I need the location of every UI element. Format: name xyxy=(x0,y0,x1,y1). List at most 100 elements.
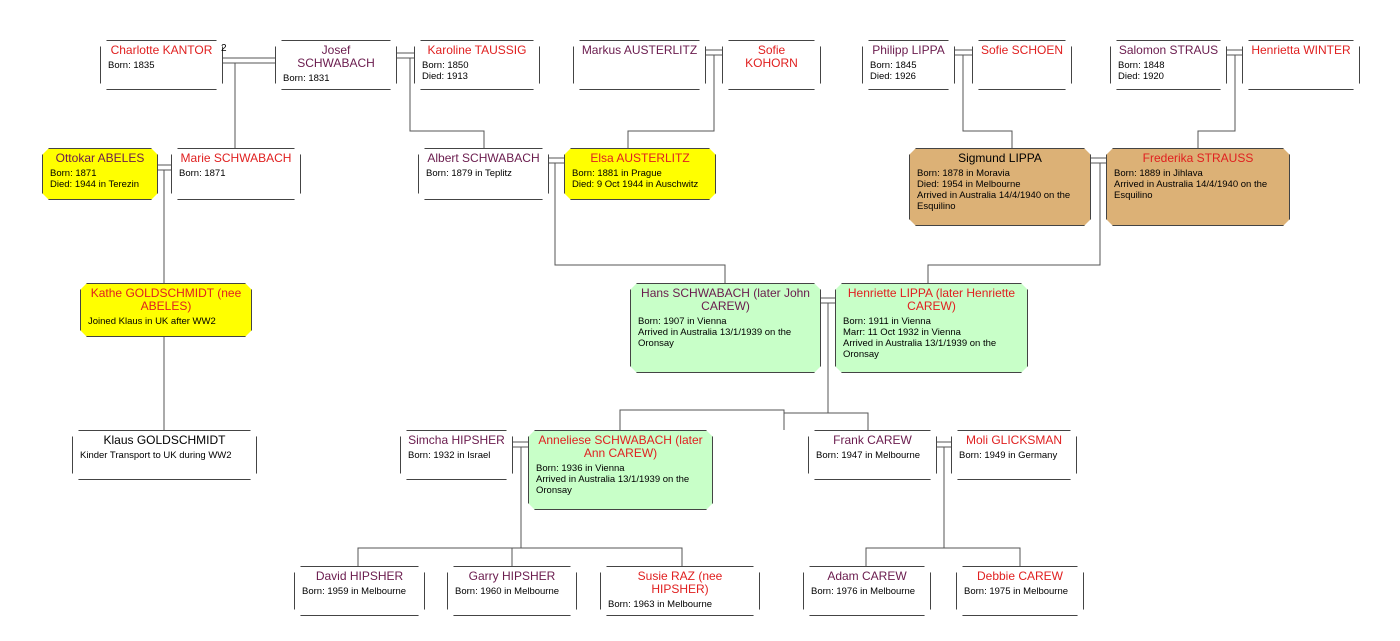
person-details: Born: 1911 in Vienna Marr: 11 Oct 1932 i… xyxy=(843,316,997,360)
person-frank-carew[interactable]: Frank CAREW Born: 1947 in Melbourne xyxy=(808,430,937,480)
descent-line-henriette xyxy=(927,163,1101,283)
person-details: Born: 1871 xyxy=(179,168,226,179)
person-name: Ottokar ABELES xyxy=(55,151,145,165)
person-name: Philipp LIPPA xyxy=(872,43,945,57)
marriage-line-albert-elsa xyxy=(549,157,564,164)
person-name: Kathe GOLDSCHMIDT (nee ABELES) xyxy=(90,286,242,313)
person-details: Born: 1960 in Melbourne xyxy=(455,586,560,597)
marriage-line-schwabach-taussig xyxy=(397,52,414,59)
person-name: Marie SCHWABACH xyxy=(180,151,292,165)
person-sigmund-lippa[interactable]: Sigmund LIPPA Born: 1878 in Moravia Died… xyxy=(909,148,1091,226)
descent-line-hans xyxy=(554,163,726,283)
person-hans-schwabach[interactable]: Hans SCHWABACH (later John CAREW) Born: … xyxy=(630,283,821,373)
person-name: Debbie CAREW xyxy=(976,569,1064,583)
marriage-line-austerlitz-kohorn xyxy=(706,49,722,56)
person-details: Born: 1936 in Vienna Arrived in Australi… xyxy=(536,463,690,496)
person-name: David HIPSHER xyxy=(315,569,404,583)
person-name: Frank CAREW xyxy=(833,433,912,447)
person-details: Born: 1963 in Melbourne xyxy=(608,599,713,610)
descent-line-carew-grandchildren xyxy=(865,447,1021,566)
person-name: Sigmund LIPPA xyxy=(958,151,1042,165)
person-sofie-schoen[interactable]: Sofie SCHOEN xyxy=(972,40,1072,90)
descent-line-frank xyxy=(828,412,869,430)
person-henrietta-winter[interactable]: Henrietta WINTER xyxy=(1242,40,1360,90)
descent-line-frederika xyxy=(1197,55,1236,150)
person-karoline-taussig[interactable]: Karoline TAUSSIG Born: 1850 Died: 1913 xyxy=(414,40,540,90)
person-name: Charlotte KANTOR xyxy=(110,43,213,57)
person-moli-glicksman[interactable]: Moli GLICKSMAN Born: 1949 in Germany xyxy=(951,430,1077,480)
marriage-line-frank-moli xyxy=(937,441,951,448)
person-details: Born: 1889 in Jihlava Arrived in Austral… xyxy=(1114,168,1268,201)
person-name: Frederika STRAUSS xyxy=(1142,151,1254,165)
person-name: Albert SCHWABACH xyxy=(427,151,540,165)
marriage-line-kantor-schwabach xyxy=(223,57,275,64)
person-frederika-strauss[interactable]: Frederika STRAUSS Born: 1889 in Jihlava … xyxy=(1106,148,1290,226)
person-simcha-hipsher[interactable]: Simcha HIPSHER Born: 1932 in Israel xyxy=(400,430,513,480)
marriage-line-lippa-schoen xyxy=(955,49,972,56)
person-name: Salomon STRAUS xyxy=(1118,43,1219,57)
person-name: Klaus GOLDSCHMIDT xyxy=(103,433,226,447)
person-name: Garry HIPSHER xyxy=(468,569,556,583)
marriage-line-hans-henriette xyxy=(821,297,835,304)
person-name: Elsa AUSTERLITZ xyxy=(590,151,690,165)
person-name: Hans SCHWABACH (later John CAREW) xyxy=(641,286,810,313)
person-name: Henrietta WINTER xyxy=(1251,43,1351,57)
person-garry-hipsher[interactable]: Garry HIPSHER Born: 1960 in Melbourne xyxy=(447,566,577,616)
person-details: Born: 1879 in Teplitz xyxy=(426,168,512,179)
person-henriette-lippa[interactable]: Henriette LIPPA (later Henriette CAREW) … xyxy=(835,283,1028,373)
marriage-number-marker: 2 xyxy=(221,43,227,54)
person-details: Born: 1975 in Melbourne xyxy=(964,586,1069,597)
person-susie-raz[interactable]: Susie RAZ (nee HIPSHER) Born: 1963 in Me… xyxy=(600,566,760,616)
person-name: Simcha HIPSHER xyxy=(408,433,505,447)
person-details: Born: 1845 Died: 1926 xyxy=(870,60,917,82)
person-sofie-kohorn[interactable]: Sofie KOHORN xyxy=(722,40,821,90)
person-josef-schwabach[interactable]: Josef SCHWABACH Born: 1831 xyxy=(275,40,397,90)
person-name: Markus AUSTERLITZ xyxy=(581,43,698,57)
person-name: Moli GLICKSMAN xyxy=(965,433,1063,447)
descent-line-hipsher-children xyxy=(357,447,683,566)
person-details: Born: 1959 in Melbourne xyxy=(302,586,407,597)
person-charlotte-kantor[interactable]: Charlotte KANTOR Born: 1835 xyxy=(100,40,223,90)
person-adam-carew[interactable]: Adam CAREW Born: 1976 in Melbourne xyxy=(803,566,931,616)
marriage-line-sigmund-frederika xyxy=(1091,157,1106,164)
marriage-line-simcha-anneliese xyxy=(513,441,528,448)
person-details: Born: 1949 in Germany xyxy=(959,450,1058,461)
person-debbie-carew[interactable]: Debbie CAREW Born: 1975 in Melbourne xyxy=(956,566,1084,616)
person-markus-austerlitz[interactable]: Markus AUSTERLITZ xyxy=(573,40,706,90)
person-ottokar-abeles[interactable]: Ottokar ABELES Born: 1871 Died: 1944 in … xyxy=(42,148,158,200)
person-albert-schwabach[interactable]: Albert SCHWABACH Born: 1879 in Teplitz xyxy=(418,148,549,200)
person-name: Sofie KOHORN xyxy=(745,43,798,70)
person-name: Karoline TAUSSIG xyxy=(427,43,527,57)
person-name: Susie RAZ (nee HIPSHER) xyxy=(637,569,723,596)
person-details: Kinder Transport to UK during WW2 xyxy=(80,450,232,461)
person-details: Born: 1878 in Moravia Died: 1954 in Melb… xyxy=(917,168,1071,212)
person-details: Born: 1907 in Vienna Arrived in Australi… xyxy=(638,316,792,349)
person-details: Born: 1932 in Israel xyxy=(408,450,491,461)
person-elsa-austerlitz[interactable]: Elsa AUSTERLITZ Born: 1881 in Prague Die… xyxy=(564,148,716,200)
descent-line-anneliese xyxy=(619,409,785,430)
person-klaus-goldschmidt[interactable]: Klaus GOLDSCHMIDT Kinder Transport to UK… xyxy=(72,430,257,480)
person-philipp-lippa[interactable]: Philipp LIPPA Born: 1845 Died: 1926 xyxy=(862,40,955,90)
marriage-line-straus-winter xyxy=(1227,49,1242,56)
person-anneliese-schwabach[interactable]: Anneliese SCHWABACH (later Ann CAREW) Bo… xyxy=(528,430,713,510)
person-details: Born: 1831 xyxy=(283,73,330,84)
person-name: Sofie SCHOEN xyxy=(980,43,1064,57)
person-name: Anneliese SCHWABACH (later Ann CAREW) xyxy=(538,433,703,460)
person-kathe-goldschmidt[interactable]: Kathe GOLDSCHMIDT (nee ABELES) Joined Kl… xyxy=(80,283,252,337)
person-details: Born: 1848 Died: 1920 xyxy=(1118,60,1165,82)
person-name: Adam CAREW xyxy=(827,569,907,583)
person-details: Joined Klaus in UK after WW2 xyxy=(88,316,216,327)
person-marie-schwabach[interactable]: Marie SCHWABACH Born: 1871 xyxy=(171,148,301,200)
descent-line-albert xyxy=(409,58,485,150)
person-david-hipsher[interactable]: David HIPSHER Born: 1959 in Melbourne xyxy=(294,566,425,616)
marriage-line-abeles-schwabach xyxy=(158,164,171,171)
descent-line-sigmund xyxy=(962,55,1013,150)
descent-line-elsa xyxy=(627,55,715,150)
person-details: Born: 1947 in Melbourne xyxy=(816,450,921,461)
person-name: Josef SCHWABACH xyxy=(297,43,375,70)
person-salomon-straus[interactable]: Salomon STRAUS Born: 1848 Died: 1920 xyxy=(1110,40,1227,90)
person-details: Born: 1871 Died: 1944 in Terezin xyxy=(50,168,140,190)
person-details: Born: 1835 xyxy=(108,60,155,71)
